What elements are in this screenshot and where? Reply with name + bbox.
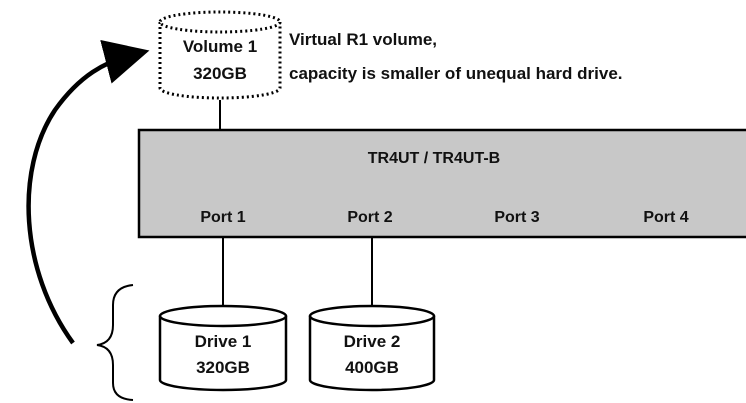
enclosure-box [137, 128, 746, 239]
drive-1-name: Drive 1 [195, 332, 252, 351]
drive-1-cylinder-icon [158, 304, 288, 392]
volume-description-line-1: Virtual R1 volume, [289, 30, 437, 49]
port-1-label: Port 1 [200, 209, 245, 226]
port-4-label: Port 4 [643, 209, 688, 226]
drive-2-name: Drive 2 [344, 332, 401, 351]
volume-size: 320GB [193, 64, 247, 83]
virtual-volume-cylinder-icon [158, 10, 282, 100]
port-2-label: Port 2 [347, 209, 392, 226]
volume-name: Volume 1 [183, 37, 257, 56]
curved-arrow-icon [26, 40, 150, 345]
volume-description-line-2: capacity is smaller of unequal hard driv… [289, 64, 623, 83]
enclosure-title: TR4UT / TR4UT-B [368, 150, 500, 167]
drive-2-size: 400GB [345, 358, 399, 377]
drive-1-size: 320GB [196, 358, 250, 377]
port-3-label: Port 3 [494, 209, 539, 226]
drive-2-cylinder-icon [308, 304, 436, 392]
drives-group-brace [96, 284, 134, 401]
